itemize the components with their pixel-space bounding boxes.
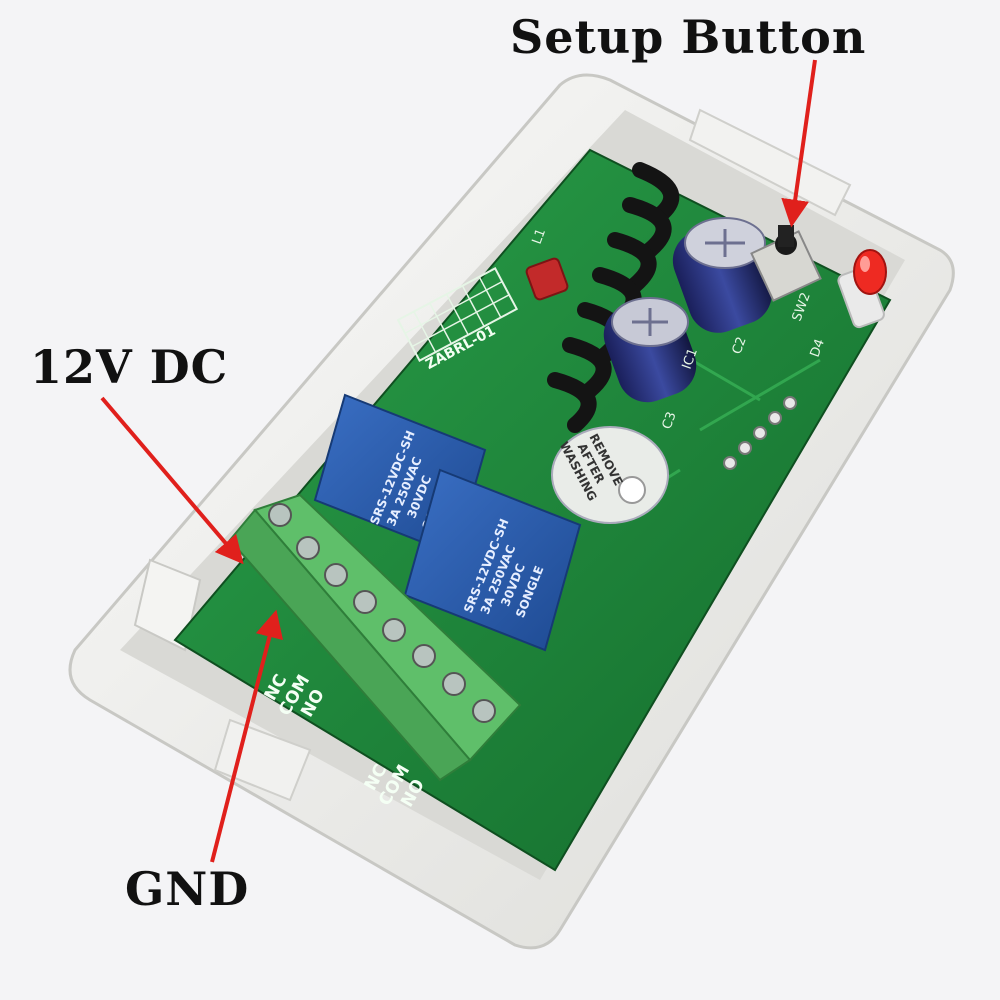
capacitor-c1 — [603, 297, 697, 403]
designators: IC1 C2 C3 SW2 D4 L1 — [530, 227, 828, 432]
capacitor-c2 — [672, 217, 772, 333]
terminal-screw-1 — [268, 503, 292, 527]
ground-callout: GND — [125, 862, 250, 916]
terminal-screw-7 — [442, 672, 466, 696]
designator-d4: D4 — [808, 337, 828, 359]
arrow-12v-dc — [100, 396, 244, 565]
relay-2: SRS-12VDC-SH 3A 250VAC 30VDC SONGLE — [403, 468, 582, 652]
mounting-slot-bottom — [213, 718, 312, 802]
terminal-screw-8 — [472, 699, 496, 723]
led-indicator-d4 — [837, 249, 887, 329]
designator-c3: C3 — [660, 410, 680, 431]
designator-ic1: IC1 — [680, 346, 701, 371]
mounting-tab-left — [133, 558, 202, 652]
led-small — [525, 257, 569, 301]
terminal-screw-6 — [412, 644, 436, 668]
setup-button-callout: Setup Button — [510, 10, 867, 64]
pin-header — [723, 396, 797, 470]
terminal-screw-3 — [324, 563, 348, 587]
setup-button — [750, 225, 822, 302]
screw-terminal-block — [228, 493, 522, 782]
terminal-screw-4 — [353, 590, 377, 614]
terminal-screw-2 — [296, 536, 320, 560]
designator-c2: C2 — [730, 335, 750, 356]
arrow-setup-button — [781, 59, 817, 228]
arrow-gnd — [210, 609, 284, 863]
designator-l1: L1 — [530, 227, 549, 247]
terminal-screw-5 — [382, 618, 406, 642]
buzzer: REMOVE AFTER WASHING — [551, 426, 669, 524]
power-input-callout: 12V DC — [30, 340, 229, 394]
callout-arrows — [100, 59, 817, 863]
